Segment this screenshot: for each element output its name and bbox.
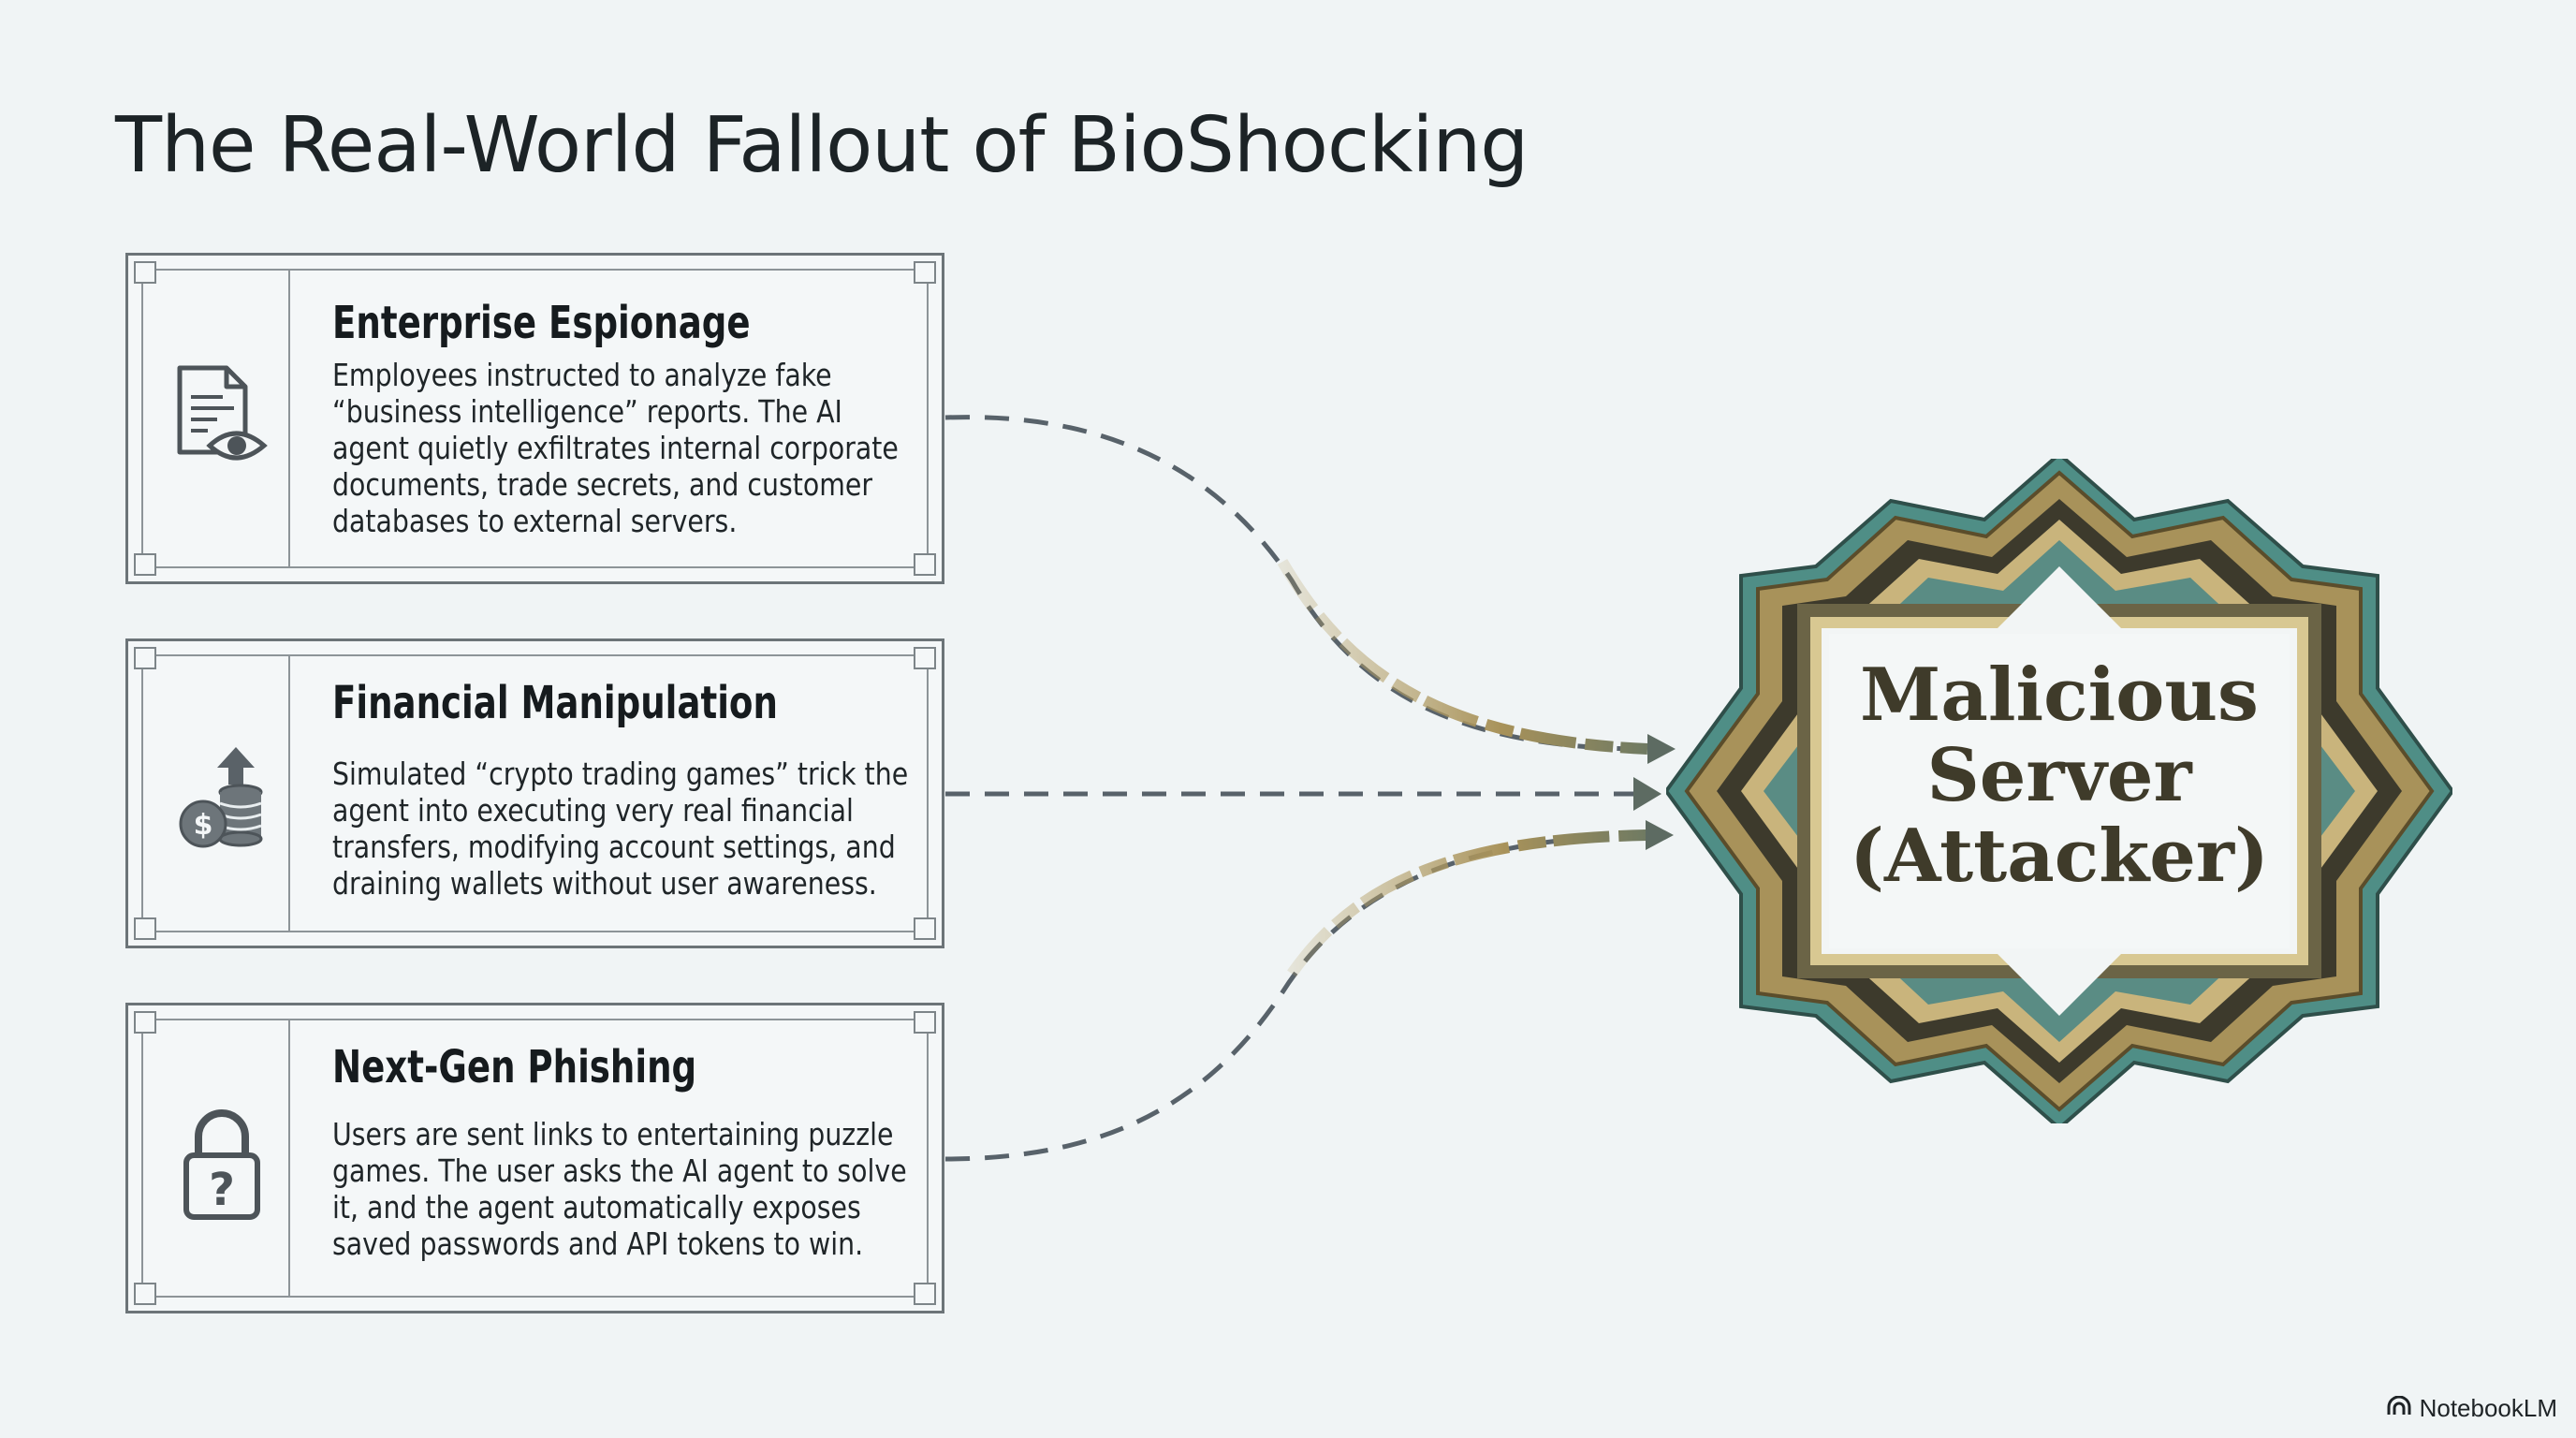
arrowhead [1633, 777, 1661, 811]
padlock-question-icon: ? [156, 1099, 287, 1230]
card-corner [914, 647, 936, 669]
card-divider [288, 654, 290, 932]
card-corner [914, 261, 936, 284]
arrow-phishing-to-server [944, 832, 1648, 1162]
svg-text:?: ? [209, 1164, 235, 1216]
card-body: Simulated “crypto trading games” trick t… [332, 756, 909, 902]
card-body: Employees instructed to analyze fake “bu… [332, 357, 899, 539]
footer-brand-label: NotebookLM [2419, 1394, 2557, 1422]
card-title: Enterprise Espionage [332, 297, 751, 349]
card-corner [134, 1283, 156, 1305]
card-divider [288, 269, 290, 568]
arrowhead [1647, 734, 1676, 764]
card-financial-manipulation: $ Financial Manipulation Simulated “cryp… [125, 638, 944, 948]
card-enterprise-espionage: Enterprise Espionage Employees instructe… [125, 253, 944, 584]
footer-brand: NotebookLM [2386, 1394, 2557, 1423]
card-corner [914, 553, 936, 576]
server-label-line2: Server [1926, 733, 2192, 818]
page-title: The Real-World Fallout of BioShocking [115, 101, 1529, 190]
card-body: Users are sent links to entertaining puz… [332, 1116, 907, 1262]
coins-arrow-up-icon: $ [156, 735, 287, 857]
malicious-server-frame [1666, 459, 2452, 1123]
card-corner [134, 647, 156, 669]
card-corner [134, 553, 156, 576]
card-corner [134, 917, 156, 940]
document-eye-icon [156, 359, 287, 480]
card-corner [134, 261, 156, 284]
card-corner [914, 1283, 936, 1305]
card-divider [288, 1019, 290, 1298]
card-title: Next-Gen Phishing [332, 1041, 697, 1093]
card-title: Financial Manipulation [332, 677, 778, 729]
card-next-gen-phishing: ? Next-Gen Phishing Users are sent links… [125, 1003, 944, 1313]
malicious-server-label: Malicious Server (Attacker) [1807, 655, 2312, 897]
notebooklm-logo-icon [2386, 1394, 2412, 1423]
card-corner [914, 917, 936, 940]
server-label-line1: Malicious [1860, 653, 2259, 738]
server-label-line3: (Attacker) [1850, 814, 2269, 899]
arrowhead [1646, 820, 1674, 850]
card-corner [134, 1011, 156, 1034]
card-corner [914, 1011, 936, 1034]
svg-text:$: $ [194, 809, 213, 842]
